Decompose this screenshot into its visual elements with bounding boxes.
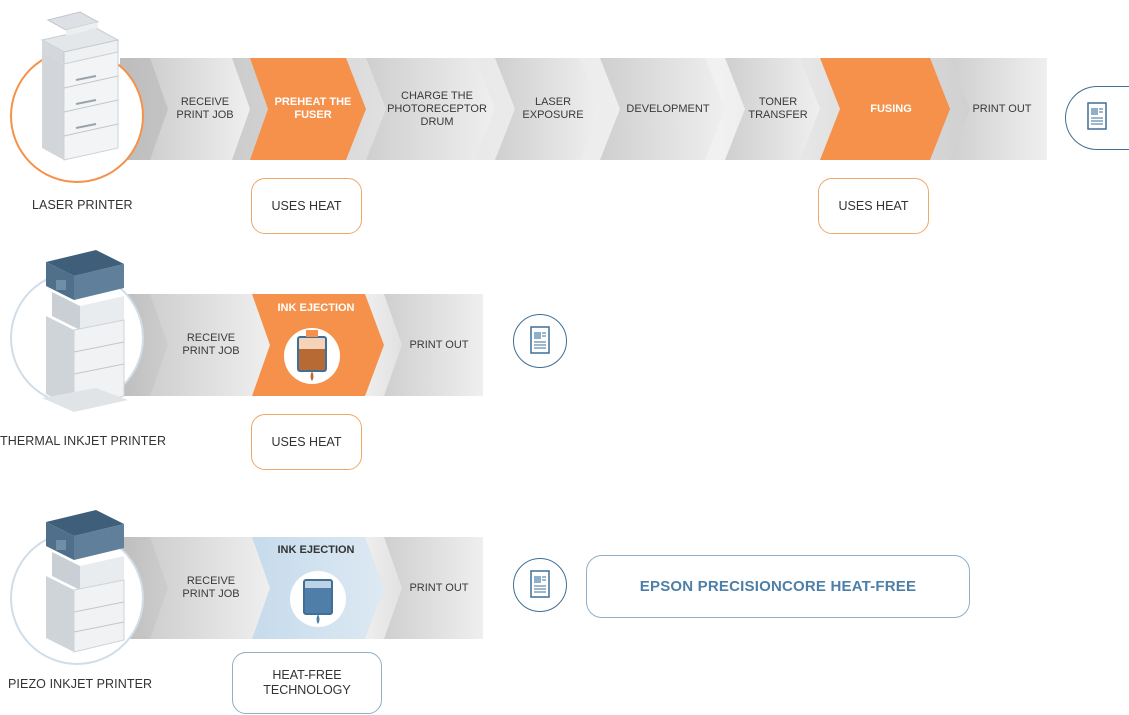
document-icon: [1065, 86, 1129, 150]
printer-icon: [46, 510, 125, 653]
step-toner-bg: [725, 58, 820, 160]
step-receive-bg: [150, 58, 250, 160]
step-development: DEVELOPMENT: [626, 102, 710, 115]
step-charge-bg: [366, 58, 495, 160]
step-printout-bg: [384, 294, 483, 396]
step-fusing-bg: [820, 58, 950, 160]
document-icon: [529, 325, 550, 354]
document-icon: [513, 314, 567, 368]
uses-heat-tag: USES HEAT: [251, 178, 362, 234]
step-receive-bg: [150, 537, 270, 639]
heat-free-technology-tag: HEAT-FREE TECHNOLOGY: [232, 652, 382, 714]
thermal-inkjet-printer-label: THERMAL INKJET PRINTER: [0, 434, 167, 448]
step-toner-transfer: TONER TRANSFER: [748, 96, 808, 121]
step-printout-bg: [950, 58, 1047, 160]
printer-icon: [42, 250, 128, 412]
step-laser-bg: [495, 58, 600, 160]
uses-heat-tag: USES HEAT: [818, 178, 929, 234]
step-print-out: PRINT OUT: [972, 102, 1032, 115]
step-print-out: PRINT OUT: [409, 338, 469, 351]
step-laser-exposure: LASER EXPOSURE: [522, 96, 584, 121]
piezo-inkjet-printer-label: PIEZO INKJET PRINTER: [8, 677, 153, 691]
step-receive-bg: [150, 294, 270, 396]
step-ink-ejection: INK EJECTION: [277, 544, 355, 556]
step-fusing: FUSING: [870, 102, 912, 115]
printer-icon: [40, 11, 120, 161]
laser-band: [120, 58, 1047, 160]
step-printout-bg: [384, 537, 483, 639]
step-receive-print-job: RECEIVE PRINT JOB: [182, 575, 240, 600]
uses-heat-tag: USES HEAT: [251, 414, 362, 470]
step-receive-print-job: RECEIVE PRINT JOB: [182, 332, 240, 357]
document-icon: [513, 558, 567, 612]
step-receive-print-job: RECEIVE PRINT JOB: [176, 96, 234, 121]
step-preheat-fuser: PREHEAT THE FUSER: [274, 96, 352, 121]
step-preheat-bg: [250, 58, 366, 160]
ink-cartridge-piezo-icon: [290, 571, 346, 627]
epson-precisioncore-badge: EPSON PRECISIONCORE HEAT-FREE: [586, 555, 970, 618]
step-ink-ejection: INK EJECTION: [277, 302, 355, 314]
piezo-band: [120, 537, 483, 639]
step-development-bg: [600, 58, 725, 160]
document-icon: [1087, 102, 1107, 130]
step-print-out: PRINT OUT: [409, 581, 469, 594]
ink-cartridge-heat-icon: [284, 328, 340, 384]
laser-printer-label: LASER PRINTER: [32, 198, 133, 212]
step-charge-drum: CHARGE THE PHOTORECEPTOR DRUM: [387, 89, 487, 128]
document-icon: [529, 569, 550, 598]
